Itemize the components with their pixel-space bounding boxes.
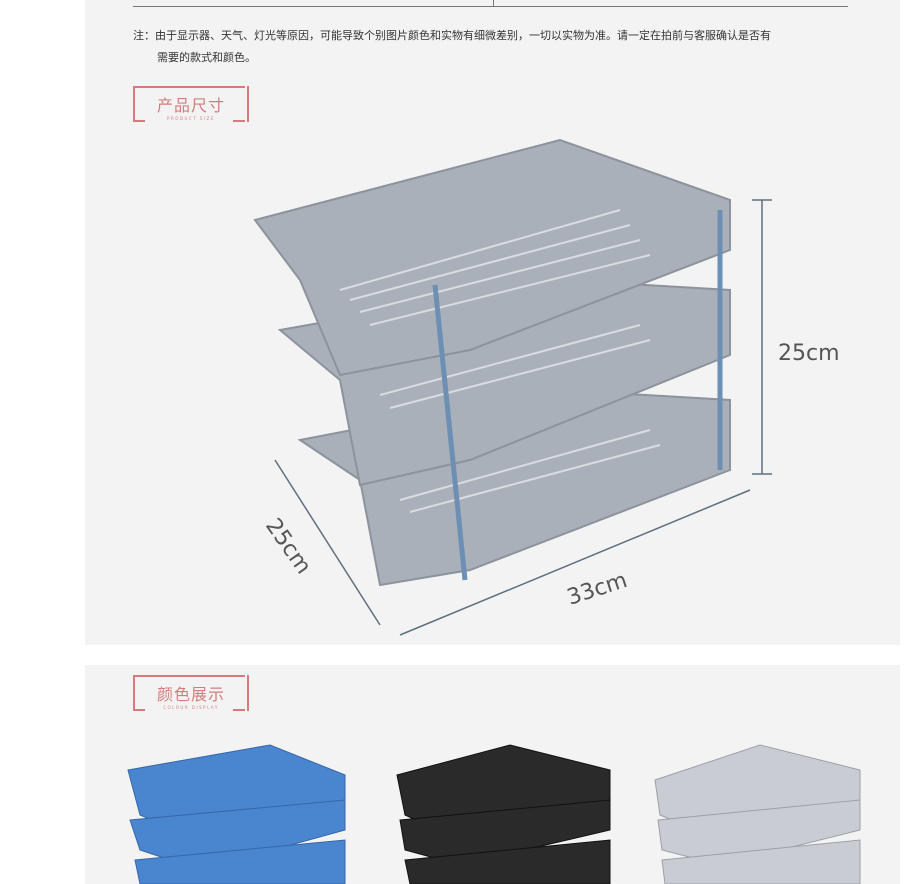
divider [493, 0, 494, 6]
tray-product-image: 25cm 25cm 33cm [253, 138, 840, 636]
disclaimer-note: 注：由于显示器、天气、灯光等原因，可能导致个别图片颜色和实物有细微差别，一切以实… [133, 25, 863, 69]
note-line: 需要的款式和颜色。 [157, 51, 256, 64]
height-label: 25cm [778, 341, 840, 366]
section-title: 颜色展示 [156, 685, 225, 704]
note-line: 注：由于显示器、天气、灯光等原因，可能导致个别图片颜色和实物有细微差别，一切以实… [133, 29, 771, 42]
section-subtitle: COLOUR DISPLAY [163, 705, 219, 710]
section-title: 产品尺寸 [156, 96, 225, 115]
section-badge-size: 产品尺寸 PRODUCT SIZE [133, 86, 249, 122]
section-subtitle: PRODUCT SIZE [167, 116, 215, 121]
width-label: 33cm [564, 568, 630, 611]
divider [133, 6, 848, 7]
section-badge-colour: 颜色展示 COLOUR DISPLAY [133, 675, 249, 711]
depth-label: 25cm [260, 514, 316, 579]
